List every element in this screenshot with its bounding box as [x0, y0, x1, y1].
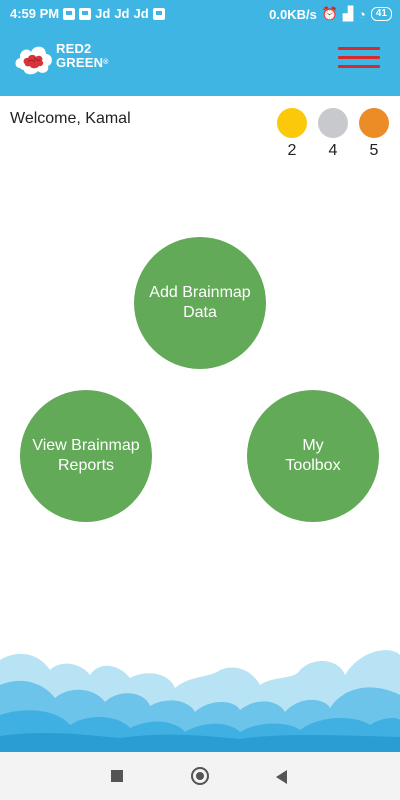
notification-icon — [63, 7, 76, 20]
yellow-dot-icon — [277, 108, 307, 138]
orange-counter: 5 — [358, 108, 390, 160]
status-left: 4:59 PM Jd Jd Jd — [10, 6, 165, 21]
brain-cloud-icon — [15, 46, 52, 75]
gray-count: 4 — [328, 142, 338, 159]
view-reports-label: View Brainmap Reports — [31, 436, 141, 476]
signal-icon: ▟ — [343, 6, 354, 21]
alarm-icon: ⏰ — [321, 6, 339, 21]
toolbox-label-line1: My — [302, 437, 324, 454]
yellow-counter: 2 — [276, 108, 308, 160]
status-bar: 4:59 PM Jd Jd Jd 0.0KB/s ⏰ ▟ ◔ 41 — [0, 0, 400, 28]
gray-dot-icon — [318, 108, 348, 138]
add-brainmap-label: Add Brainmap Data — [145, 283, 255, 323]
notification-icon — [79, 7, 92, 20]
add-brainmap-data-button[interactable]: Add Brainmap Data — [134, 237, 266, 369]
home-icon[interactable] — [191, 767, 209, 785]
orange-dot-icon — [359, 108, 389, 138]
toolbox-label-line2: Toolbox — [285, 457, 341, 474]
logo-text: RED2 GREEN® — [56, 42, 109, 70]
clouds-decoration — [0, 650, 400, 752]
red2green-logo[interactable]: RED2 GREEN® — [14, 42, 124, 82]
menu-bar — [338, 56, 380, 59]
recent-apps-icon[interactable] — [111, 770, 123, 782]
hamburger-menu-button[interactable] — [338, 44, 380, 74]
logo-line-1: RED2 — [56, 41, 92, 56]
system-navigation-bar — [0, 752, 400, 800]
yellow-count: 2 — [287, 142, 297, 159]
carrier-icon: Jd — [133, 6, 149, 21]
status-right: 0.0KB/s ⏰ ▟ ◔ 41 — [269, 6, 392, 22]
welcome-text: Welcome, Kamal — [10, 110, 131, 127]
logo-line-2-text: GREEN — [56, 55, 104, 70]
app-header: RED2 GREEN® — [0, 28, 400, 96]
battery-icon: 41 — [370, 7, 392, 21]
view-brainmap-reports-button[interactable]: View Brainmap Reports — [20, 390, 152, 522]
add-brainmap-label-line2: Data — [183, 304, 217, 321]
status-time: 4:59 PM — [10, 6, 60, 21]
app-notification-icon — [152, 7, 165, 20]
gray-counter: 4 — [317, 108, 349, 160]
menu-bar — [338, 65, 380, 68]
view-reports-label-line2: Reports — [57, 457, 115, 474]
my-toolbox-button[interactable]: My Toolbox — [247, 390, 379, 522]
view-reports-label-line1: View Brainmap — [32, 437, 140, 454]
menu-bar — [338, 47, 380, 50]
toolbox-label: My Toolbox — [258, 436, 368, 476]
logo-line-2: GREEN® — [56, 56, 109, 70]
orange-count: 5 — [369, 142, 379, 159]
carrier-icon: Jd — [95, 6, 111, 21]
wifi-icon: ◔ — [358, 6, 366, 22]
network-speed: 0.0KB/s — [269, 6, 317, 22]
back-icon[interactable] — [276, 770, 287, 784]
add-brainmap-label-line1: Add Brainmap — [149, 284, 251, 301]
logo-registered-mark: ® — [103, 59, 109, 66]
carrier-icon: Jd — [114, 6, 130, 21]
